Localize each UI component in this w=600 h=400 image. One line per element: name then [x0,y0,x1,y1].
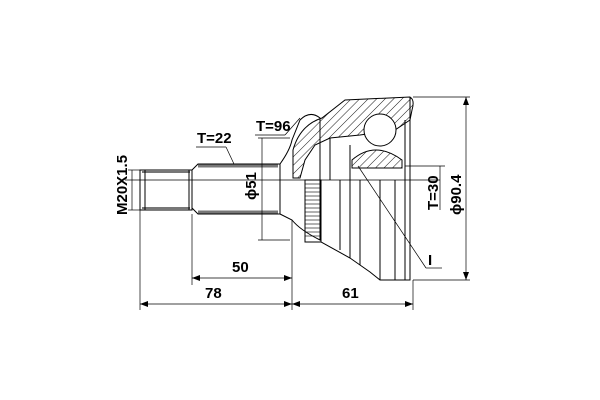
dim-abs-teeth: T=96 [255,117,301,136]
dim-length-50: 50 [192,259,292,281]
outer-diameter-label: ϕ90.4 [448,174,465,215]
spline-teeth-label: T=22 [197,130,232,147]
bell-body [320,180,411,281]
dim-length-61: 61 [292,285,413,307]
threaded-stud [139,169,193,211]
abs-teeth-label: T=96 [256,118,291,135]
length-78-label: 78 [205,285,222,302]
dim-seal-diameter: ϕ51 [243,137,290,241]
inner-teeth-label: T=30 [425,175,442,210]
dim-thread: M20X1.5 [114,155,140,215]
section-marker-label: I [428,252,432,269]
length-50-label: 50 [232,259,249,276]
dim-spline-teeth: T=22 [196,130,235,165]
length-61-label: 61 [342,285,359,302]
bell-section [292,96,414,180]
bell-neck [279,114,321,241]
spline-shaft [191,163,281,215]
dim-outer-diameter: ϕ90.4 [413,96,470,281]
thread-label: M20X1.5 [114,155,131,215]
seal-diameter-label: ϕ51 [243,172,260,200]
dim-length-78: 78 [140,285,292,307]
dim-inner-teeth: T=30 [405,165,445,210]
section-marker: I [357,165,442,269]
